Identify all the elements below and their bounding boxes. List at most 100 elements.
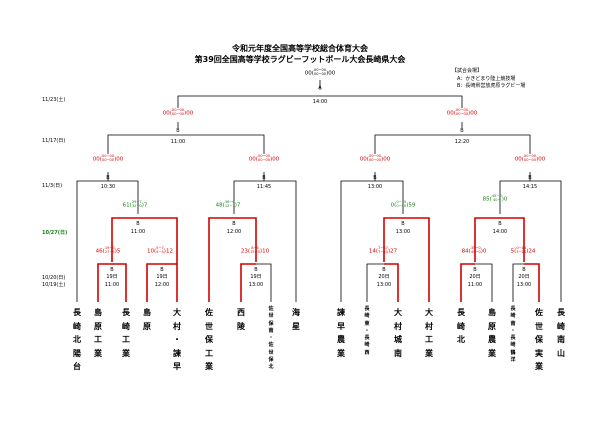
team-15: 島原農業 — [488, 308, 496, 358]
line-qf1-bracket — [76, 180, 139, 302]
date-round2: 10/27(日) — [42, 230, 68, 236]
line-r2c-bracket — [383, 217, 430, 302]
time-qf-1: 10:30 — [100, 184, 116, 190]
legend-heading: 【試合会場】 — [452, 68, 483, 74]
team-10: 諫早農業 — [337, 308, 345, 358]
court-qf-3: B — [373, 175, 377, 181]
time-qf-4: 14:15 — [522, 184, 538, 190]
day-r1-a: 19日 — [106, 274, 118, 280]
team-6: 佐世保工業 — [205, 308, 213, 371]
line-final-bracket — [177, 95, 463, 108]
title-line-1: 令和元年度全国高等学校総合体育大会 — [232, 44, 368, 53]
day-r1-e: 20日 — [469, 274, 481, 280]
time-r2-a: 11:00 — [130, 229, 146, 235]
time-r1-c: 13:00 — [248, 282, 264, 288]
line-r1d-win — [384, 263, 399, 302]
date-quarterfinal: 11/3(日) — [42, 183, 63, 189]
line-r2b-bracket — [208, 217, 257, 302]
court-qf-1: B — [106, 175, 110, 181]
team-17: 佐世保実業 — [535, 308, 543, 371]
line-r1a-left — [97, 263, 127, 302]
team-16: 長崎南・長崎鶴洋 — [510, 306, 516, 364]
team-4: 島原 — [143, 308, 151, 331]
court-r2-c: B — [401, 221, 405, 227]
court-qf-2: B — [262, 175, 266, 181]
team-12: 大村城南 — [394, 308, 402, 358]
team-9: 海星 — [292, 308, 300, 331]
court-semi-2: B — [460, 128, 464, 134]
line-qf2-bracket — [233, 180, 297, 302]
date-round1-a: 10/20(日) — [42, 275, 66, 281]
line-r2d-bracket — [474, 217, 525, 262]
line-r1f-win — [524, 263, 540, 302]
time-qf-3: 13:00 — [367, 184, 383, 190]
court-final: A — [318, 85, 322, 91]
team-1: 長崎北陽台 — [73, 308, 81, 371]
time-r1-f: 13:00 — [516, 282, 532, 288]
line-r1b — [146, 263, 177, 302]
court-semi-1: B — [176, 128, 180, 134]
team-11: 長崎東・長崎西 — [364, 306, 370, 356]
day-r1-d: 20日 — [378, 274, 390, 280]
day-r1-f: 20日 — [518, 274, 530, 280]
court-r2-a: B — [136, 221, 140, 227]
court-r2-d: B — [498, 221, 502, 227]
line-semi2-bracket — [374, 134, 531, 154]
team-5: 大村・諫早 — [173, 308, 181, 371]
court-r1-a: B — [110, 267, 114, 273]
time-r1-d: 13:00 — [376, 282, 392, 288]
time-qf-2: 11:45 — [256, 184, 272, 190]
day-r1-c: 19日 — [250, 274, 262, 280]
team-7: 西陵 — [237, 308, 245, 331]
court-qf-4: B — [528, 175, 532, 181]
time-final: 14:00 — [312, 99, 328, 105]
day-r1-b: 19日 — [156, 274, 168, 280]
team-8: 佐世保南・佐世保北 — [268, 306, 274, 371]
time-r2-c: 13:00 — [395, 229, 411, 235]
time-semi-1: 11:00 — [170, 139, 186, 145]
court-r1-c: B — [254, 267, 258, 273]
time-r1-e: 11:00 — [467, 282, 483, 288]
time-r2-b: 12:00 — [226, 229, 242, 235]
date-round1-b: 10/19(土) — [42, 282, 66, 288]
court-r1-e: B — [473, 267, 477, 273]
date-semifinal: 11/17(日) — [42, 138, 66, 144]
time-r1-b: 12:00 — [154, 282, 170, 288]
legend-venue-b: B：長崎県営放虎原ラグビー場 — [457, 83, 526, 89]
legend-venue-a: A：かきどまり陸上競技場 — [457, 76, 516, 82]
team-14: 長崎北 — [457, 308, 465, 344]
line-r1c-win — [240, 263, 256, 302]
line-qf4-bracket — [499, 180, 562, 302]
line-qf3-bracket — [340, 180, 404, 302]
court-r2-b: B — [232, 221, 236, 227]
time-semi-2: 12:20 — [454, 139, 470, 145]
line-r2a-bracket — [111, 217, 178, 302]
court-r1-f: B — [522, 267, 526, 273]
date-final: 11/23(土) — [42, 97, 66, 103]
court-r1-b: B — [160, 267, 164, 273]
line-r1e-win — [460, 263, 475, 302]
team-2: 島原工業 — [94, 308, 102, 358]
line-semi1-bracket — [107, 134, 265, 154]
team-13: 大村工業 — [425, 308, 433, 358]
team-3: 長崎工業 — [122, 308, 130, 358]
court-r1-d: B — [382, 267, 386, 273]
time-r2-d: 14:00 — [492, 229, 508, 235]
title-line-2: 第39回全国高等学校ラグビーフットボール大会長崎県大会 — [194, 55, 406, 64]
